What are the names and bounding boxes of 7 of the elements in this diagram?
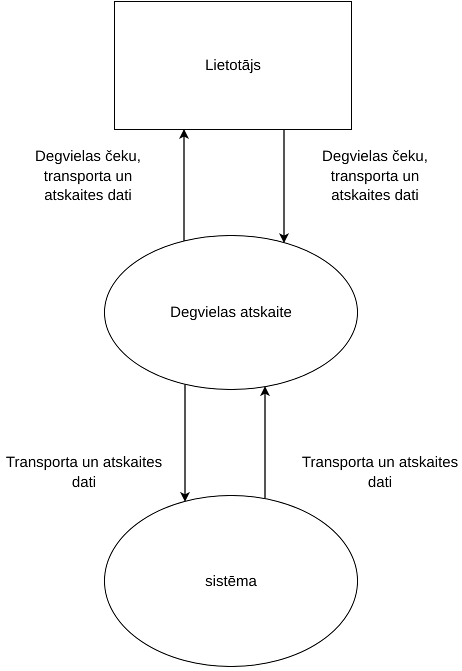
node-label: Degvielas atskaite xyxy=(170,304,292,321)
node-label: sistēma xyxy=(205,572,257,590)
arrow xyxy=(179,129,189,240)
arrow xyxy=(279,130,289,244)
arrow xyxy=(260,386,270,498)
arrow xyxy=(180,384,190,502)
node-label: Lietotājs xyxy=(205,57,261,74)
